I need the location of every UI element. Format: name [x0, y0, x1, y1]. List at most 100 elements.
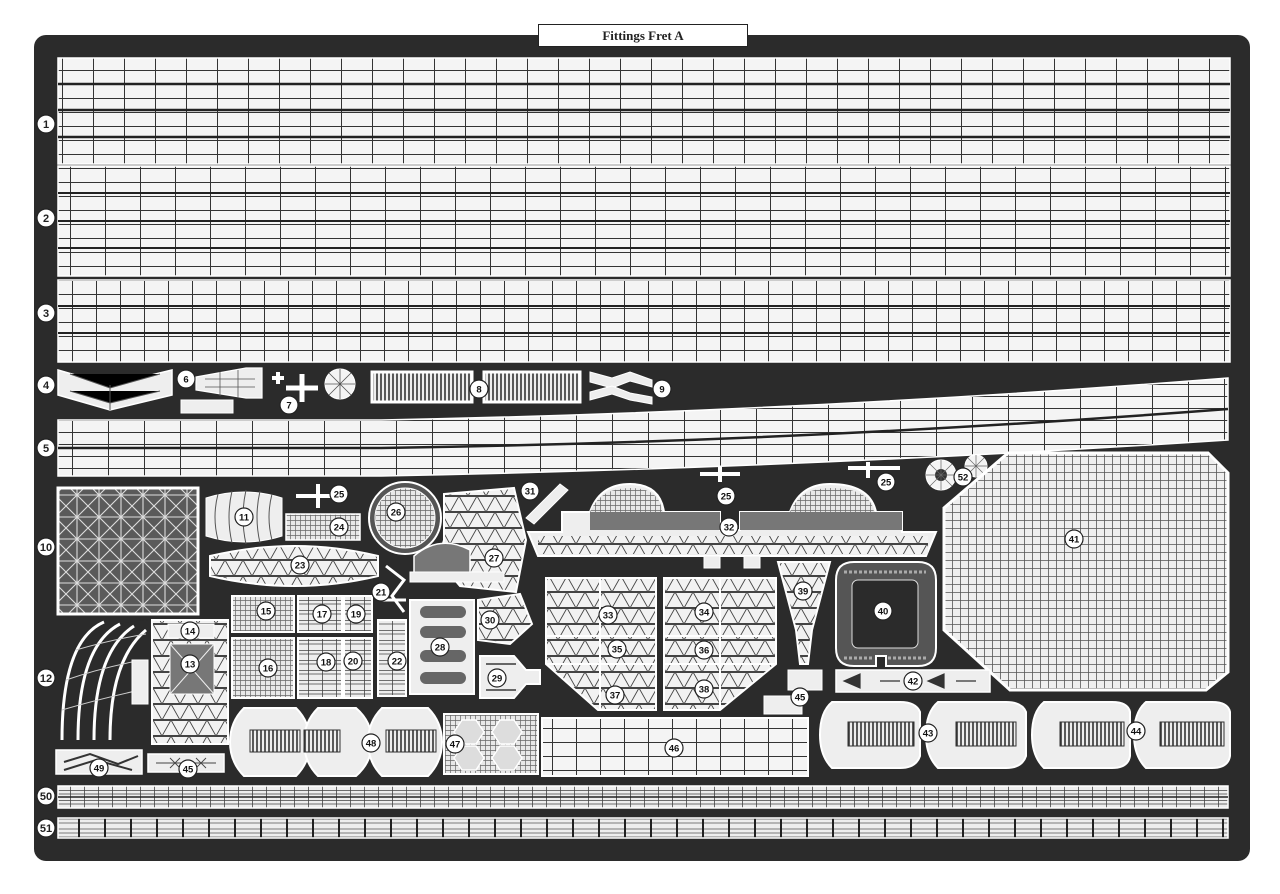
part-41-deck [942, 451, 1230, 692]
part-12 [60, 620, 149, 742]
part-label-text: 7 [286, 401, 291, 412]
part-label-45: 45 [178, 759, 198, 779]
part-label-text: 8 [476, 385, 481, 396]
part-label-11: 11 [234, 507, 254, 527]
part-9 [589, 371, 653, 405]
part-48 [228, 707, 444, 777]
part-label-text: 45 [183, 765, 194, 776]
part-label-text: 37 [610, 691, 621, 702]
part-label-text: 9 [659, 385, 664, 396]
fret-title: Fittings Fret A [538, 24, 748, 47]
part-label-text: 14 [185, 627, 196, 638]
part-31 [525, 483, 569, 525]
part-label-20: 20 [343, 651, 363, 671]
part-label-23: 23 [290, 555, 310, 575]
part-label-36: 36 [694, 640, 714, 660]
part-label-text: 36 [699, 646, 710, 657]
part-39 [763, 561, 832, 715]
part-label-43: 43 [918, 723, 938, 743]
part-label-19: 19 [346, 604, 366, 624]
part-label-35: 35 [607, 639, 627, 659]
part-34-38 [663, 577, 777, 711]
part-2-railings [57, 165, 1231, 277]
part-label-text: 25 [881, 478, 892, 489]
part-label-24: 24 [329, 517, 349, 537]
part-label-29: 29 [487, 668, 507, 688]
part-label-9: 9 [652, 379, 672, 399]
part-51-rail [57, 817, 1229, 839]
part-label-21: 21 [371, 582, 391, 602]
part-52 [925, 454, 988, 491]
side-label-10: 10 [36, 537, 56, 557]
part-8-ladders [370, 370, 582, 404]
part-label-7: 7 [279, 395, 299, 415]
side-label-50: 50 [36, 786, 56, 806]
part-label-text: 47 [450, 740, 461, 751]
side-label-text: 2 [43, 213, 49, 225]
part-label-39: 39 [793, 581, 813, 601]
part-27 [409, 486, 528, 594]
part-label-27: 27 [484, 548, 504, 568]
part-13 [151, 619, 229, 745]
part-label-text: 45 [795, 693, 806, 704]
part-label-14: 14 [180, 621, 200, 641]
part-label-25: 25 [876, 472, 896, 492]
part-label-text: 34 [699, 608, 710, 619]
part-label-text: 13 [185, 660, 196, 671]
part-10-lattice [56, 486, 200, 616]
part-label-52: 52 [953, 467, 973, 487]
part-label-text: 21 [376, 588, 387, 599]
part-50-rail [57, 785, 1229, 809]
part-label-34: 34 [694, 602, 714, 622]
part-1-railings [57, 57, 1231, 165]
side-label-1: 1 [36, 114, 56, 134]
part-label-text: 33 [603, 611, 614, 622]
part-label-text: 42 [908, 677, 919, 688]
part-label-text: 40 [878, 607, 889, 618]
part-label-text: 28 [435, 643, 446, 654]
part-25-a [296, 484, 334, 508]
part-label-text: 35 [612, 645, 623, 656]
part-label-text: 11 [239, 513, 250, 524]
part-label-46: 46 [664, 738, 684, 758]
part-label-text: 38 [699, 685, 710, 696]
part-label-text: 39 [798, 587, 809, 598]
part-label-37: 37 [605, 685, 625, 705]
part-label-32: 32 [719, 517, 739, 537]
part-label-42: 42 [903, 671, 923, 691]
part-label-48: 48 [361, 733, 381, 753]
part-3-railings [57, 279, 1231, 363]
side-label-text: 51 [40, 823, 52, 835]
part-label-text: 25 [721, 492, 732, 503]
part-label-8: 8 [469, 379, 489, 399]
part-label-text: 20 [348, 657, 359, 668]
part-label-text: 6 [183, 375, 188, 386]
part-label-text: 16 [263, 664, 274, 675]
part-label-text: 48 [366, 739, 377, 750]
side-label-4: 4 [36, 375, 56, 395]
side-label-text: 12 [40, 673, 52, 685]
part-label-25: 25 [329, 484, 349, 504]
side-label-12: 12 [36, 668, 56, 688]
part-label-text: 44 [1131, 727, 1142, 738]
side-label-text: 4 [43, 380, 50, 392]
part-label-text: 22 [392, 657, 403, 668]
part-label-text: 23 [295, 561, 306, 572]
part-label-text: 29 [492, 674, 503, 685]
part-4 [57, 369, 173, 411]
part-label-22: 22 [387, 651, 407, 671]
part-label-44: 44 [1126, 721, 1146, 741]
part-29 [479, 655, 541, 699]
part-label-text: 17 [317, 610, 328, 621]
part-label-16: 16 [258, 658, 278, 678]
part-label-6: 6 [176, 369, 196, 389]
part-label-31: 31 [520, 481, 540, 501]
part-label-text: 30 [485, 616, 496, 627]
part-32 [526, 462, 938, 569]
side-label-text: 10 [40, 542, 52, 554]
side-label-5: 5 [36, 438, 56, 458]
part-label-text: 43 [923, 729, 934, 740]
